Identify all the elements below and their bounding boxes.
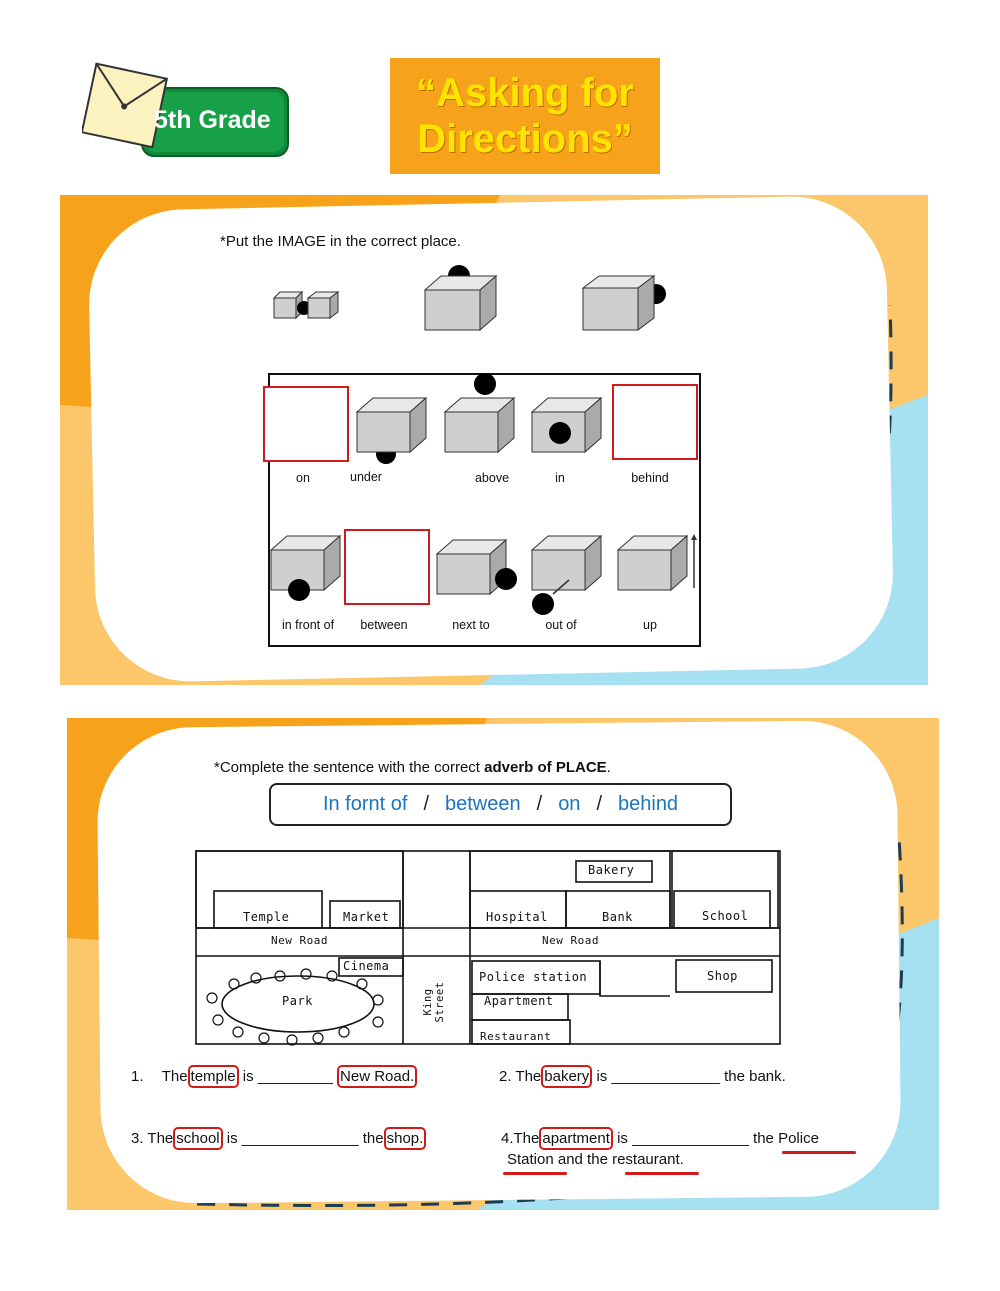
circled-school: school xyxy=(173,1127,223,1150)
map-park: Park xyxy=(282,994,313,1008)
map-new-road-right: New Road xyxy=(542,934,599,947)
sentence-1-start: The xyxy=(161,1068,188,1085)
cube-above xyxy=(443,373,516,454)
circled-apartment: apartment xyxy=(539,1127,613,1150)
sentence-4-blank[interactable]: is ______________ xyxy=(617,1130,749,1147)
sentence-1-blank[interactable]: is _________ xyxy=(242,1068,333,1085)
cube-up xyxy=(616,534,697,592)
example-between-cubes xyxy=(272,290,340,320)
circled-temple: temple xyxy=(187,1065,239,1088)
sentence-4-start: 4.The xyxy=(501,1130,540,1147)
map-shop: Shop xyxy=(707,969,738,983)
circled-bakery: bakery xyxy=(541,1065,593,1088)
word-separator: / xyxy=(423,793,429,815)
instruction-2-end: . xyxy=(606,759,611,776)
sentence-4-line-2: Station and the restaurant. xyxy=(507,1151,684,1168)
title-box: “Asking for Directions” xyxy=(390,58,660,174)
title-line-2: Directions” xyxy=(417,117,633,161)
map-king-street: King Street xyxy=(422,981,446,1023)
word-on[interactable]: on xyxy=(558,793,581,815)
grade-badge: 5th Grade xyxy=(80,62,292,160)
word-separator: / xyxy=(536,793,543,815)
instruction-1: *Put the IMAGE in the correct place. xyxy=(220,233,461,250)
map-bakery: Bakery xyxy=(588,863,635,877)
cube-next-to xyxy=(435,538,517,596)
label-out-of: out of xyxy=(545,618,577,632)
circled-shop: shop. xyxy=(383,1127,427,1150)
sentence-3-start: 3. The xyxy=(131,1130,174,1147)
panel-adverbs xyxy=(67,718,939,1210)
cube-in-front-of xyxy=(269,534,342,601)
label-next-to: next to xyxy=(452,618,490,632)
sentence-3-blank[interactable]: is ______________ the xyxy=(226,1130,384,1147)
label-above: above xyxy=(474,471,510,485)
instruction-2-bold: adverb of PLACE xyxy=(484,759,607,776)
word-bank: In fornt of / between / on / behind xyxy=(269,783,732,826)
instruction-2-text: *Complete the sentence with the correct xyxy=(214,759,485,776)
label-in: in xyxy=(555,471,565,485)
label-in-front-of: in front of xyxy=(281,618,335,632)
map-restaurant: Restaurant xyxy=(480,1030,552,1043)
sentence-1-number: 1. xyxy=(131,1068,144,1085)
cube-under xyxy=(355,396,428,464)
underline-restaurant xyxy=(625,1172,699,1175)
page-title: “Asking for Directions” xyxy=(416,70,634,162)
example-behind-cube xyxy=(581,275,666,331)
map-apartment: Apartment xyxy=(484,994,554,1008)
cube-in xyxy=(530,396,603,454)
envelope-icon xyxy=(80,62,289,157)
circled-new-road: New Road. xyxy=(337,1065,418,1088)
sentence-2-blank[interactable]: is _____________ the bank. xyxy=(596,1068,786,1085)
underline-station xyxy=(503,1172,567,1175)
map-cinema: Cinema xyxy=(343,959,390,973)
word-behind[interactable]: behind xyxy=(618,793,679,815)
map-bank: Bank xyxy=(602,910,633,924)
label-on: on xyxy=(296,471,310,485)
sentence-2-start: 2. The xyxy=(499,1068,542,1085)
map-new-road-left: New Road xyxy=(271,934,328,947)
sentence-4-police: the Police xyxy=(753,1130,819,1147)
town-map xyxy=(195,850,781,1046)
example-on-cube xyxy=(423,265,498,332)
map-market: Market xyxy=(343,910,390,924)
map-hospital: Hospital xyxy=(486,910,548,924)
drop-zone-behind[interactable] xyxy=(612,384,698,460)
label-up: up xyxy=(643,618,657,632)
park-trees xyxy=(206,968,384,1046)
label-under: under xyxy=(350,470,382,484)
cube-out-of xyxy=(530,534,603,615)
word-in-front-of[interactable]: In fornt of xyxy=(322,793,408,815)
title-line-1: “Asking for xyxy=(416,71,634,115)
instruction-2: *Complete the sentence with the correct … xyxy=(214,759,611,776)
map-police-station: Police station xyxy=(479,970,588,984)
grade-badge-text: 5th Grade xyxy=(154,106,271,134)
map-temple: Temple xyxy=(243,910,290,924)
label-behind: behind xyxy=(631,471,669,485)
drop-zone-on[interactable] xyxy=(263,386,349,462)
label-between: between xyxy=(360,618,408,632)
word-between[interactable]: between xyxy=(445,793,521,815)
drop-zone-between[interactable] xyxy=(344,529,430,605)
underline-police xyxy=(782,1151,856,1154)
map-school: School xyxy=(702,909,749,923)
word-separator: / xyxy=(596,793,602,815)
